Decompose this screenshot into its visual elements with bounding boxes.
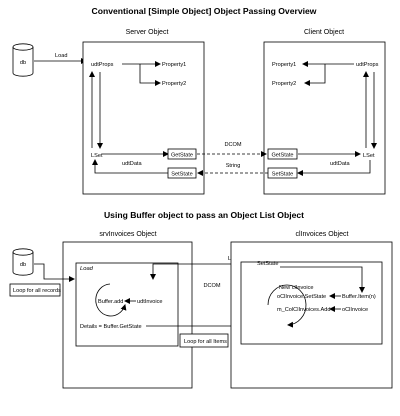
server-getstate-label: GetState bbox=[171, 153, 193, 159]
loop-items-label: Loop for all Items bbox=[184, 339, 227, 345]
client-setstate-label: SetState bbox=[272, 172, 293, 178]
buffer-item-label: Buffer.Item(n) bbox=[342, 294, 376, 300]
setstate-to-buffer-item-arrow bbox=[280, 266, 365, 293]
bottom-dcom-label: DCOM bbox=[203, 283, 220, 289]
database-label: db bbox=[20, 60, 26, 66]
setstate-to-srv-load-arrow bbox=[150, 263, 258, 280]
server-property2-branch-arrow bbox=[139, 64, 161, 86]
srvinvoices-load-label: Load bbox=[80, 266, 94, 272]
srvinvoices-object-header: srvInvoices Object bbox=[99, 231, 156, 238]
loop-items-note bbox=[179, 333, 229, 348]
clinvoices-setstate-label: SetState bbox=[257, 261, 278, 267]
database-label: db bbox=[20, 262, 26, 268]
database-icon: db bbox=[12, 248, 34, 276]
client-property2-label: Property2 bbox=[272, 81, 296, 87]
clinvoices-object-header: clInvoices Object bbox=[296, 231, 349, 238]
client-object-header: Client Object bbox=[304, 29, 344, 36]
server-udtdata-label: udtData bbox=[122, 161, 142, 167]
client-lset-label: LSet bbox=[363, 153, 375, 159]
client-getstate-label: GetState bbox=[271, 153, 293, 159]
cli-loop-circle bbox=[267, 284, 307, 328]
top-dcom-label: DCOM bbox=[224, 142, 241, 148]
client-udtprops-label: udtProps bbox=[356, 62, 379, 68]
new-clinvoice-label: New clInvoice bbox=[279, 285, 314, 291]
loop-records-label: Loop for all records bbox=[13, 288, 61, 294]
top-diagram-title: Conventional [Simple Object] Object Pass… bbox=[92, 6, 317, 16]
server-udtprops-label: udtProps bbox=[91, 62, 114, 68]
srvinvoices-load-box bbox=[75, 262, 179, 347]
load-label: Load bbox=[55, 53, 67, 59]
client-udtdata-label: udtData bbox=[330, 161, 350, 167]
server-setstate-button[interactable] bbox=[167, 167, 197, 179]
client-property1-label: Property1 bbox=[272, 62, 296, 68]
server-property1-label: Property1 bbox=[162, 62, 186, 68]
udtinvoice-label: udtInvoice bbox=[137, 299, 163, 305]
client-lset-to-setstate-line bbox=[297, 160, 371, 176]
server-setstate-label: SetState bbox=[171, 172, 192, 178]
client-getstate-button[interactable] bbox=[267, 148, 298, 160]
server-lset-label: LSet bbox=[91, 153, 103, 159]
server-setstate-to-lset-line bbox=[92, 159, 168, 174]
oclinvoice-label: oClInvoice bbox=[342, 307, 368, 313]
top-string-label: String bbox=[226, 163, 241, 169]
database-icon: db bbox=[12, 43, 34, 77]
buffer-add-label: Buffer.add bbox=[98, 299, 123, 305]
bottom-diagram-title: Using Buffer object to pass an Object Li… bbox=[104, 210, 304, 220]
details-label: Details = Buffer.GetState bbox=[80, 324, 142, 330]
server-property2-label: Property2 bbox=[162, 81, 186, 87]
server-object-header: Server Object bbox=[126, 29, 169, 36]
loop-records-note bbox=[9, 283, 61, 297]
clinvoices-setstate-box bbox=[240, 261, 383, 345]
client-property2-branch-arrow bbox=[304, 64, 326, 86]
colclinvoices-add-label: m_ColClInvoices.Add bbox=[277, 307, 330, 313]
clinvoice-setstate-label: oClInvoice.SetState bbox=[277, 294, 326, 300]
server-getstate-button[interactable] bbox=[167, 148, 197, 160]
db-to-load-arrow bbox=[34, 263, 75, 282]
srv-loop-circle bbox=[95, 283, 127, 317]
